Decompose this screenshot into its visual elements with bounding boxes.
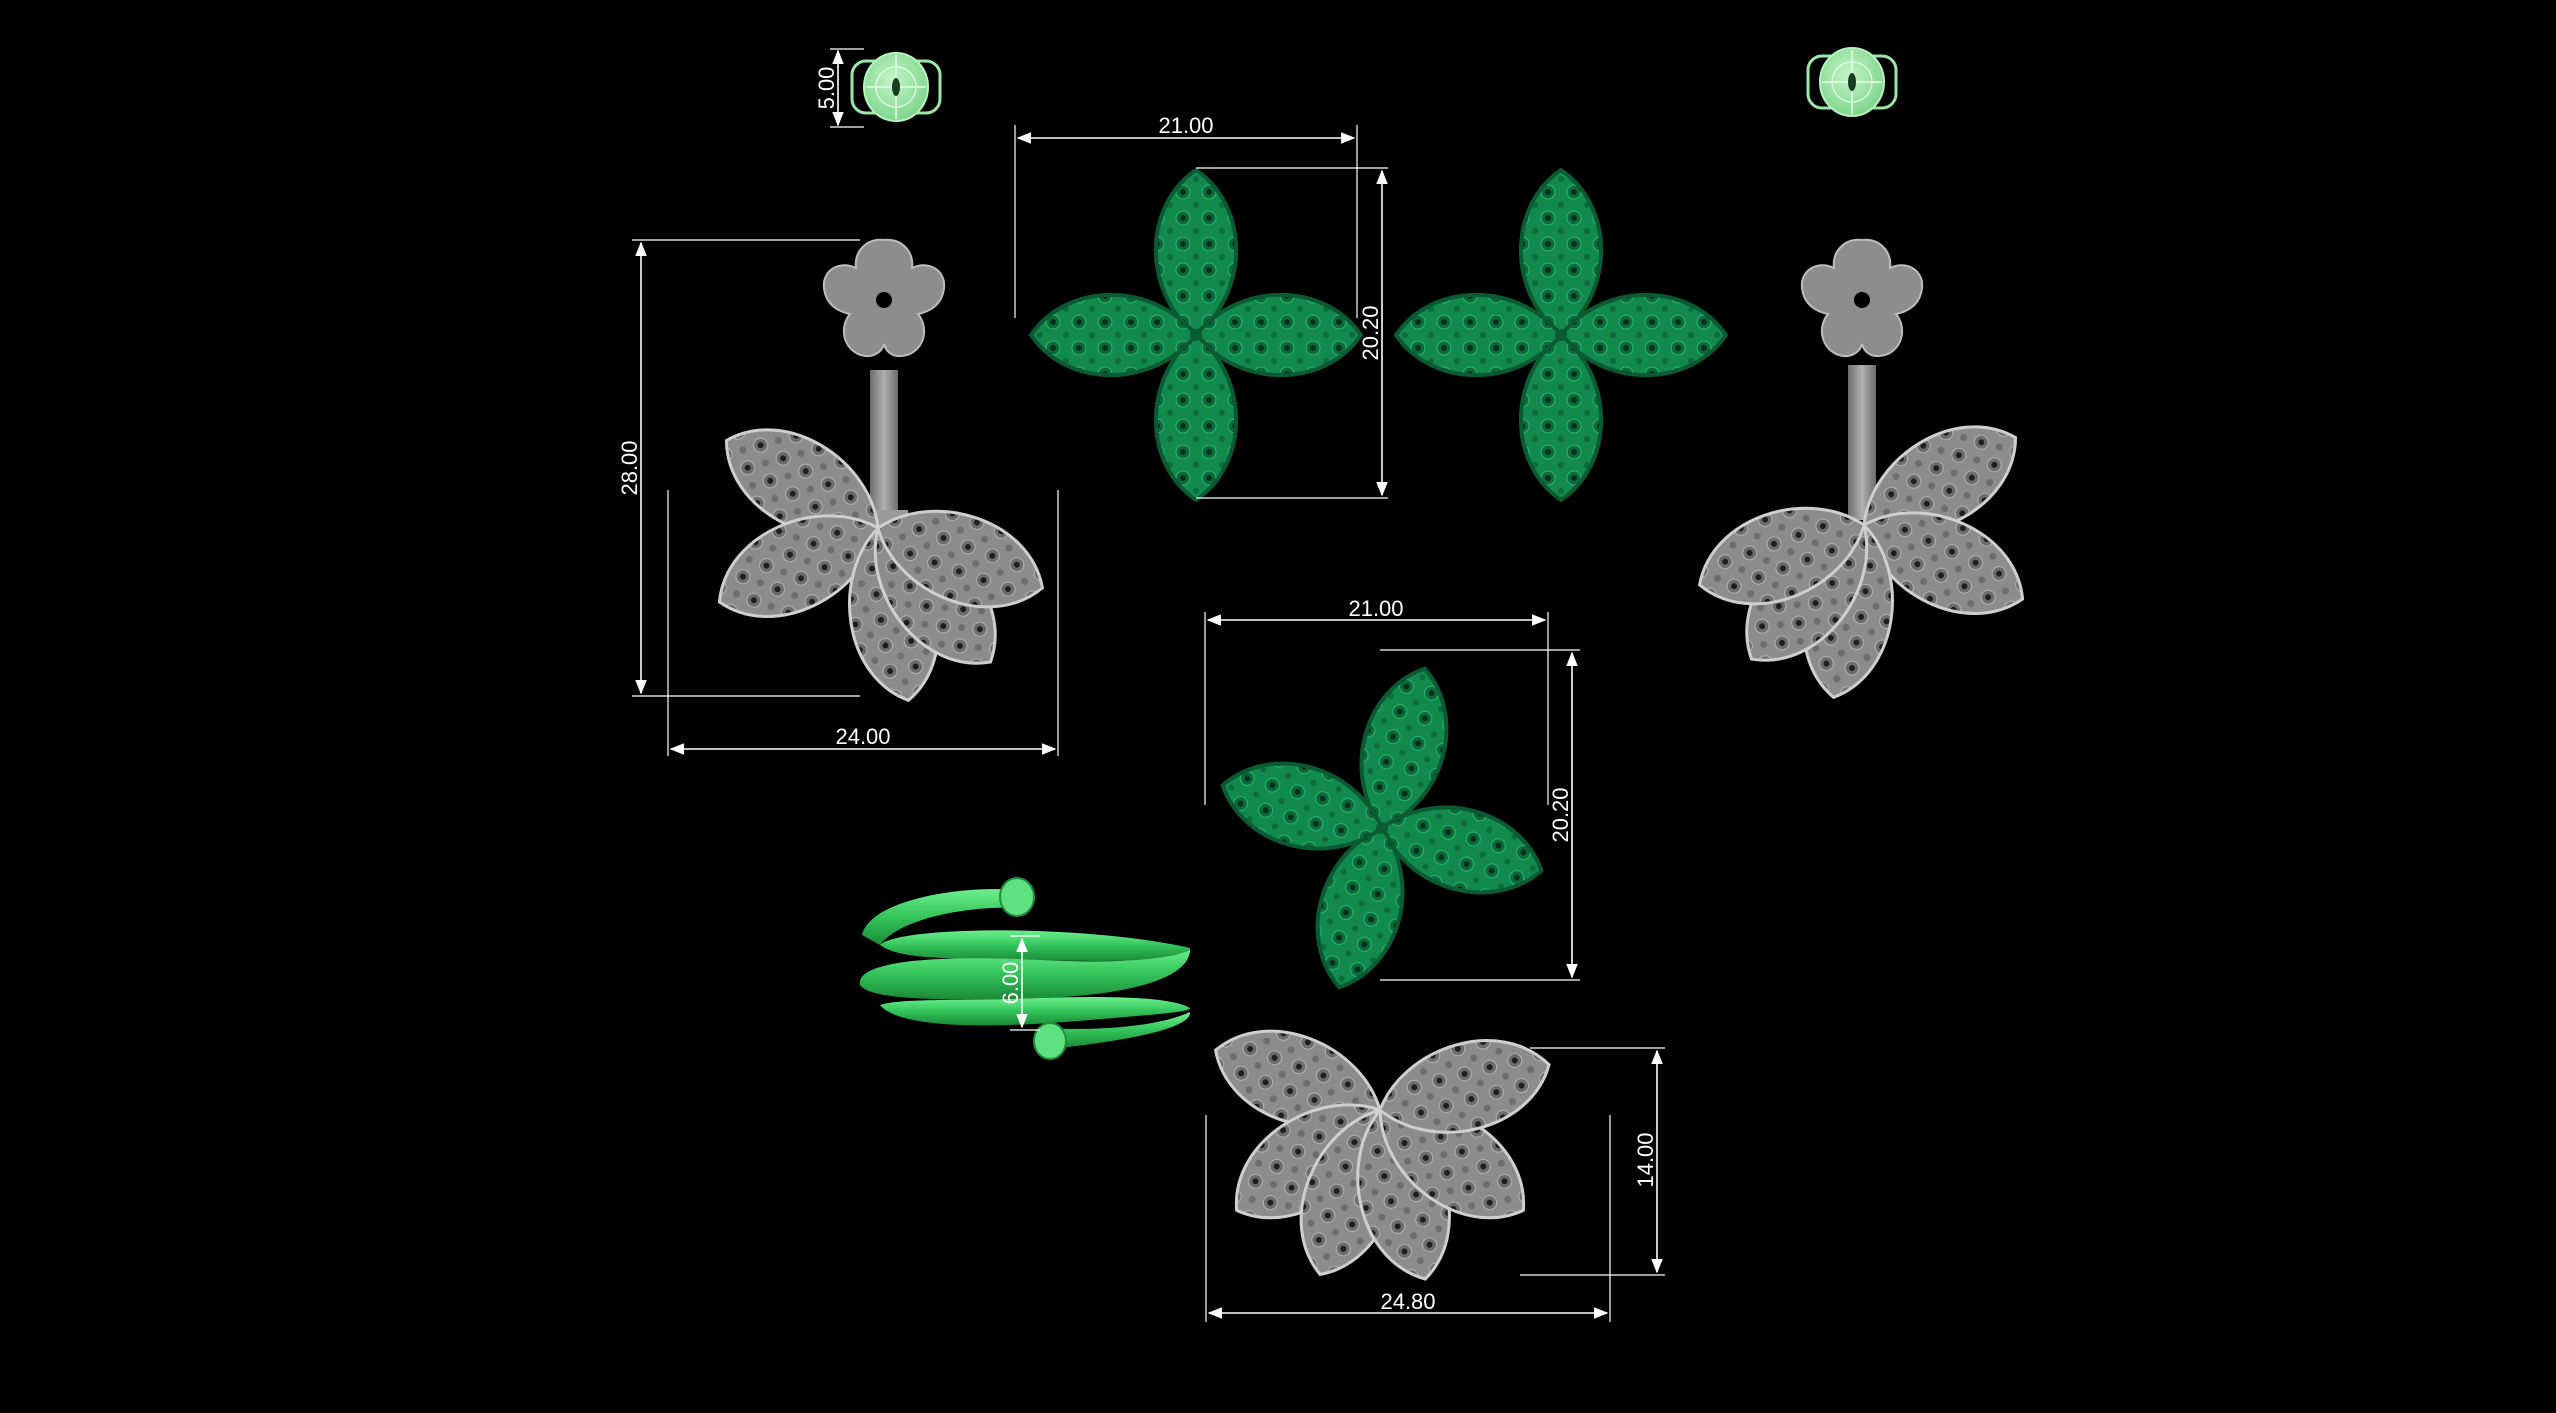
dim-label-flower-mid-height: 20.20 — [1548, 787, 1573, 842]
green-flower-center — [1210, 656, 1554, 1000]
dimension-flower-top-height: 20.20 — [1196, 167, 1388, 499]
silver-earring-left — [699, 238, 1059, 710]
dimension-ring-height: 6.00 — [998, 935, 1040, 1031]
dimension-backing-height: 5.00 — [814, 48, 864, 128]
dim-label-flower-top-height: 20.20 — [1358, 305, 1383, 360]
dimension-flower-mid-width: 21.00 — [1204, 596, 1549, 805]
green-flower-top-left — [1029, 168, 1363, 502]
dim-label-earring-height: 28.00 — [617, 440, 642, 495]
dimension-pendant-height: 14.00 — [1520, 1047, 1665, 1276]
dim-label-flower-mid-width: 21.00 — [1348, 596, 1403, 621]
dimension-earring-width: 24.00 — [667, 490, 1059, 756]
silver-leaf-pendant — [1199, 1008, 1562, 1292]
dim-label-backing-height: 5.00 — [814, 67, 839, 110]
dimension-earring-height: 28.00 — [617, 239, 860, 697]
dim-label-pendant-width: 24.80 — [1380, 1289, 1435, 1314]
silver-earring-right — [1683, 238, 2043, 707]
green-spiral-ring — [859, 877, 1191, 1060]
earring-back-right — [1806, 46, 1898, 118]
dim-label-pendant-height: 14.00 — [1633, 1132, 1658, 1187]
dim-label-earring-width: 24.00 — [835, 724, 890, 749]
dim-label-ring-height: 6.00 — [998, 962, 1023, 1005]
dimension-flower-top-width: 21.00 — [1014, 113, 1358, 318]
dimension-pendant-width: 24.80 — [1205, 1115, 1611, 1322]
earring-back-left — [850, 51, 942, 123]
dim-label-flower-top-width: 21.00 — [1158, 113, 1213, 138]
dimension-flower-mid-height: 20.20 — [1380, 649, 1580, 981]
green-flower-top-right — [1394, 168, 1728, 502]
